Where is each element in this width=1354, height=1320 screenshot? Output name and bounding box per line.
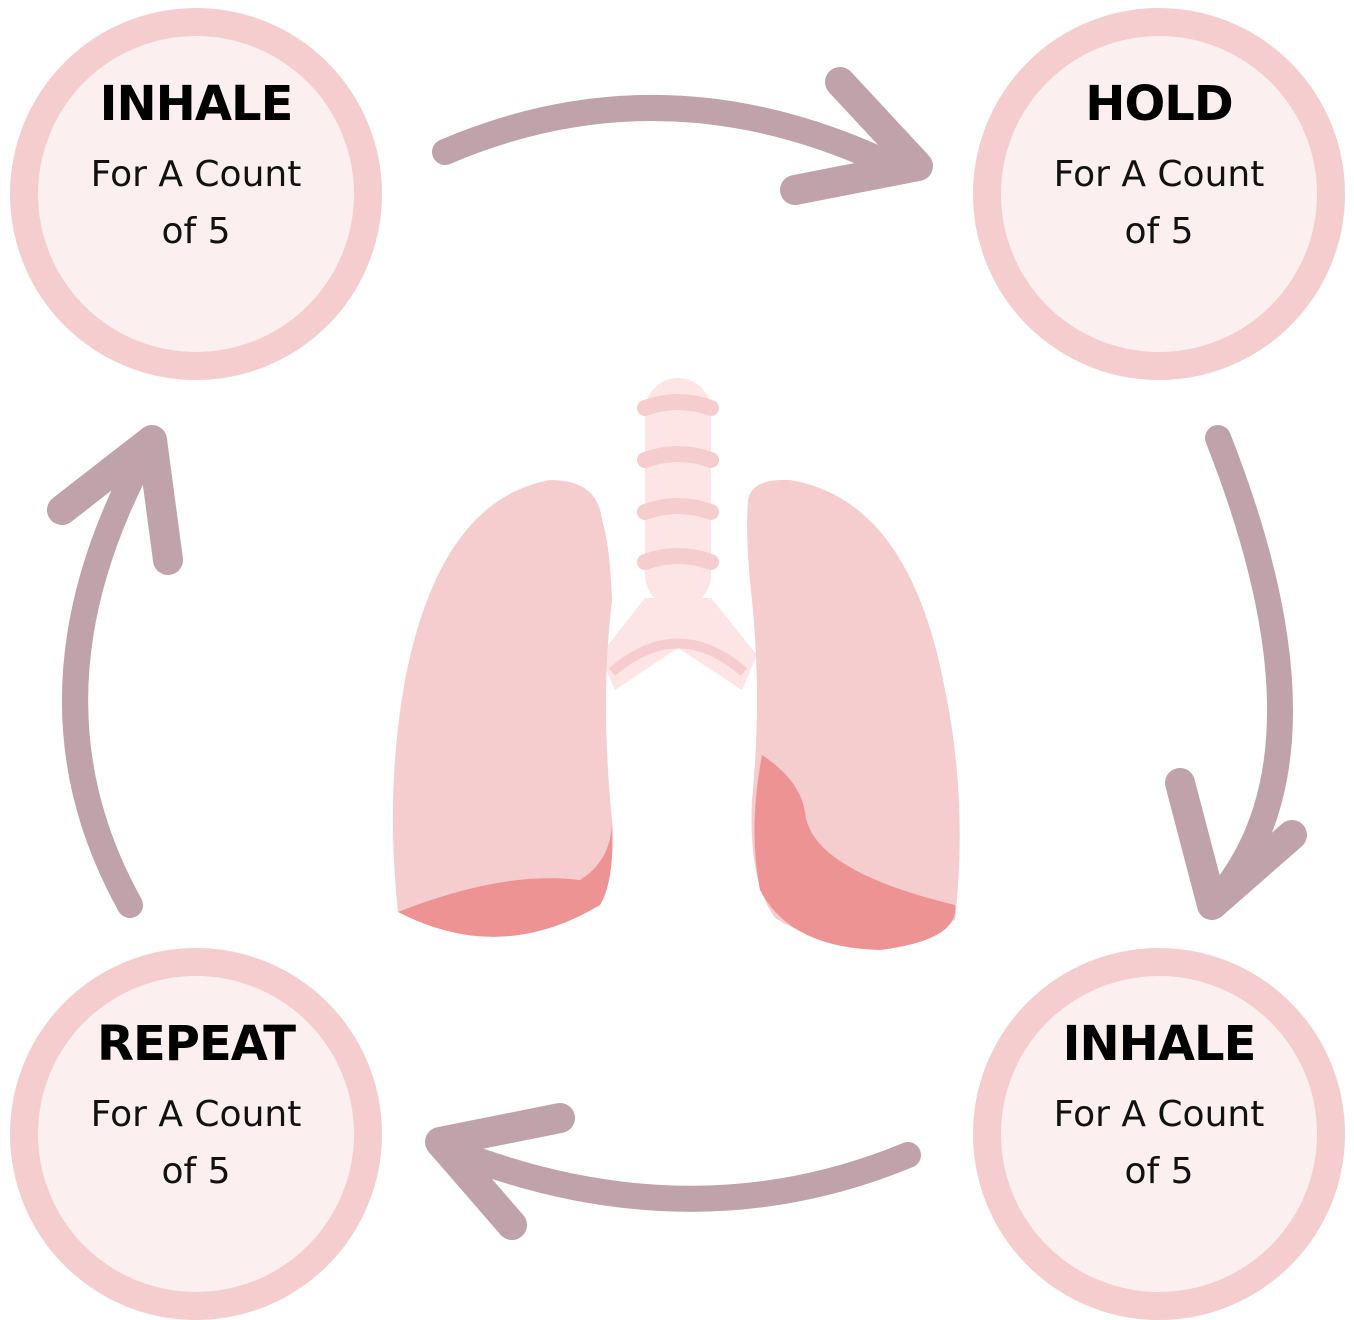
step-inhale-circle: INHALE For A Count of 5 [10,8,382,380]
arrow-down-icon [1180,438,1292,905]
lungs-icon [393,378,960,950]
step-inhale-2-circle: INHALE For A Count of 5 [973,948,1345,1320]
arrow-left-icon [440,1118,908,1225]
step-hold-circle: HOLD For A Count of 5 [973,8,1345,380]
step-title: REPEAT [97,1020,295,1068]
step-description: For A Count of 5 [1039,1086,1279,1200]
step-title: HOLD [1085,80,1232,128]
step-repeat-circle: REPEAT For A Count of 5 [10,948,382,1320]
step-title: INHALE [1063,1020,1256,1068]
step-description: For A Count of 5 [76,1086,316,1200]
step-description: For A Count of 5 [76,146,316,260]
step-description: For A Count of 5 [1039,146,1279,260]
arrow-right-icon [445,82,918,190]
step-title: INHALE [100,80,293,128]
arrow-up-icon [62,440,168,905]
